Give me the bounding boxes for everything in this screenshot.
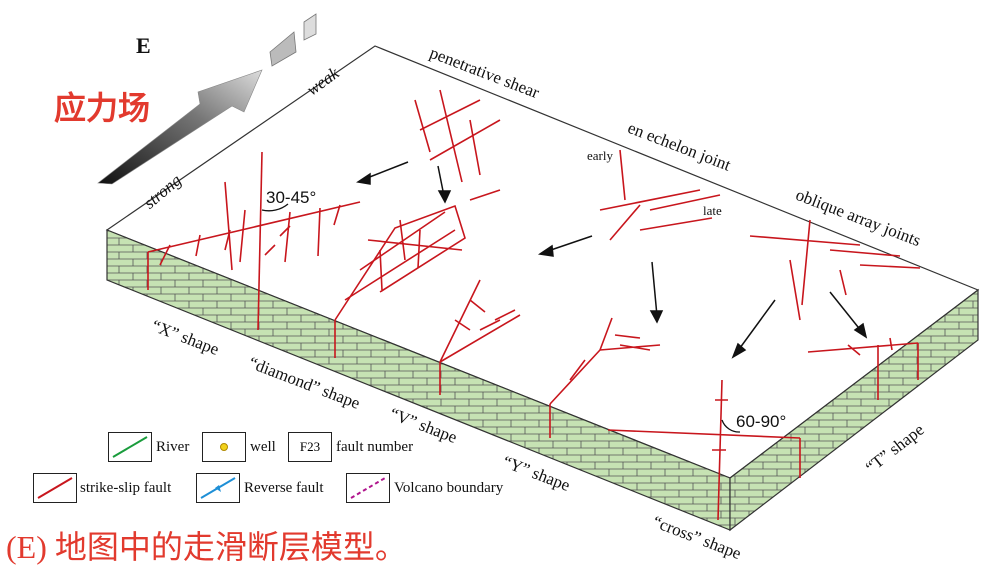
legend-reverse-swatch	[196, 473, 240, 503]
stress-arrow	[97, 69, 263, 185]
direction-arrows	[356, 161, 868, 359]
legend-river-label: River	[156, 439, 190, 455]
x-shape-main	[147, 201, 361, 253]
penetrative-shear	[414, 89, 501, 201]
oblique-array-joints	[749, 219, 921, 321]
well-icon	[220, 443, 228, 451]
x-shape-vertical	[257, 151, 263, 331]
fault-lines	[147, 89, 921, 521]
legend-strike-slip-swatch	[33, 473, 77, 503]
y-shape	[549, 317, 661, 405]
angle-60-90-label: 60-90°	[736, 412, 787, 431]
angle-arc-30-45	[261, 203, 289, 212]
v-shape	[439, 279, 521, 363]
direction-label: E	[136, 33, 151, 58]
fault-number-symbol: F23	[299, 439, 321, 454]
t-shape	[807, 342, 919, 400]
legend-river-swatch	[108, 432, 152, 462]
late-label: late	[703, 203, 722, 218]
en-echelon-joint	[599, 149, 721, 241]
stress-field-title: 应力场	[54, 90, 151, 126]
legend-fault-number-label: fault number	[336, 439, 414, 455]
angle-30-45-label: 30-45°	[266, 188, 317, 207]
stress-arrow-block-2	[303, 13, 317, 41]
legend-fault-number-swatch: F23	[288, 432, 332, 462]
early-label: early	[587, 148, 613, 163]
stress-arrow-block-1	[269, 31, 297, 67]
diamond-shape	[334, 204, 466, 321]
legend-well-swatch	[202, 432, 246, 462]
legend-volcano-swatch	[346, 473, 390, 503]
legend-well-label: well	[250, 439, 276, 455]
legend-volcano-label: Volcano boundary	[394, 480, 504, 496]
figure-caption: (E) 地图中的走滑断层模型。	[6, 529, 407, 565]
angle-arc-60-90	[721, 419, 741, 433]
legend-strike-slip-label: strike-slip fault	[80, 480, 172, 496]
legend-reverse-label: Reverse fault	[244, 480, 324, 496]
block-right-face	[729, 288, 979, 532]
